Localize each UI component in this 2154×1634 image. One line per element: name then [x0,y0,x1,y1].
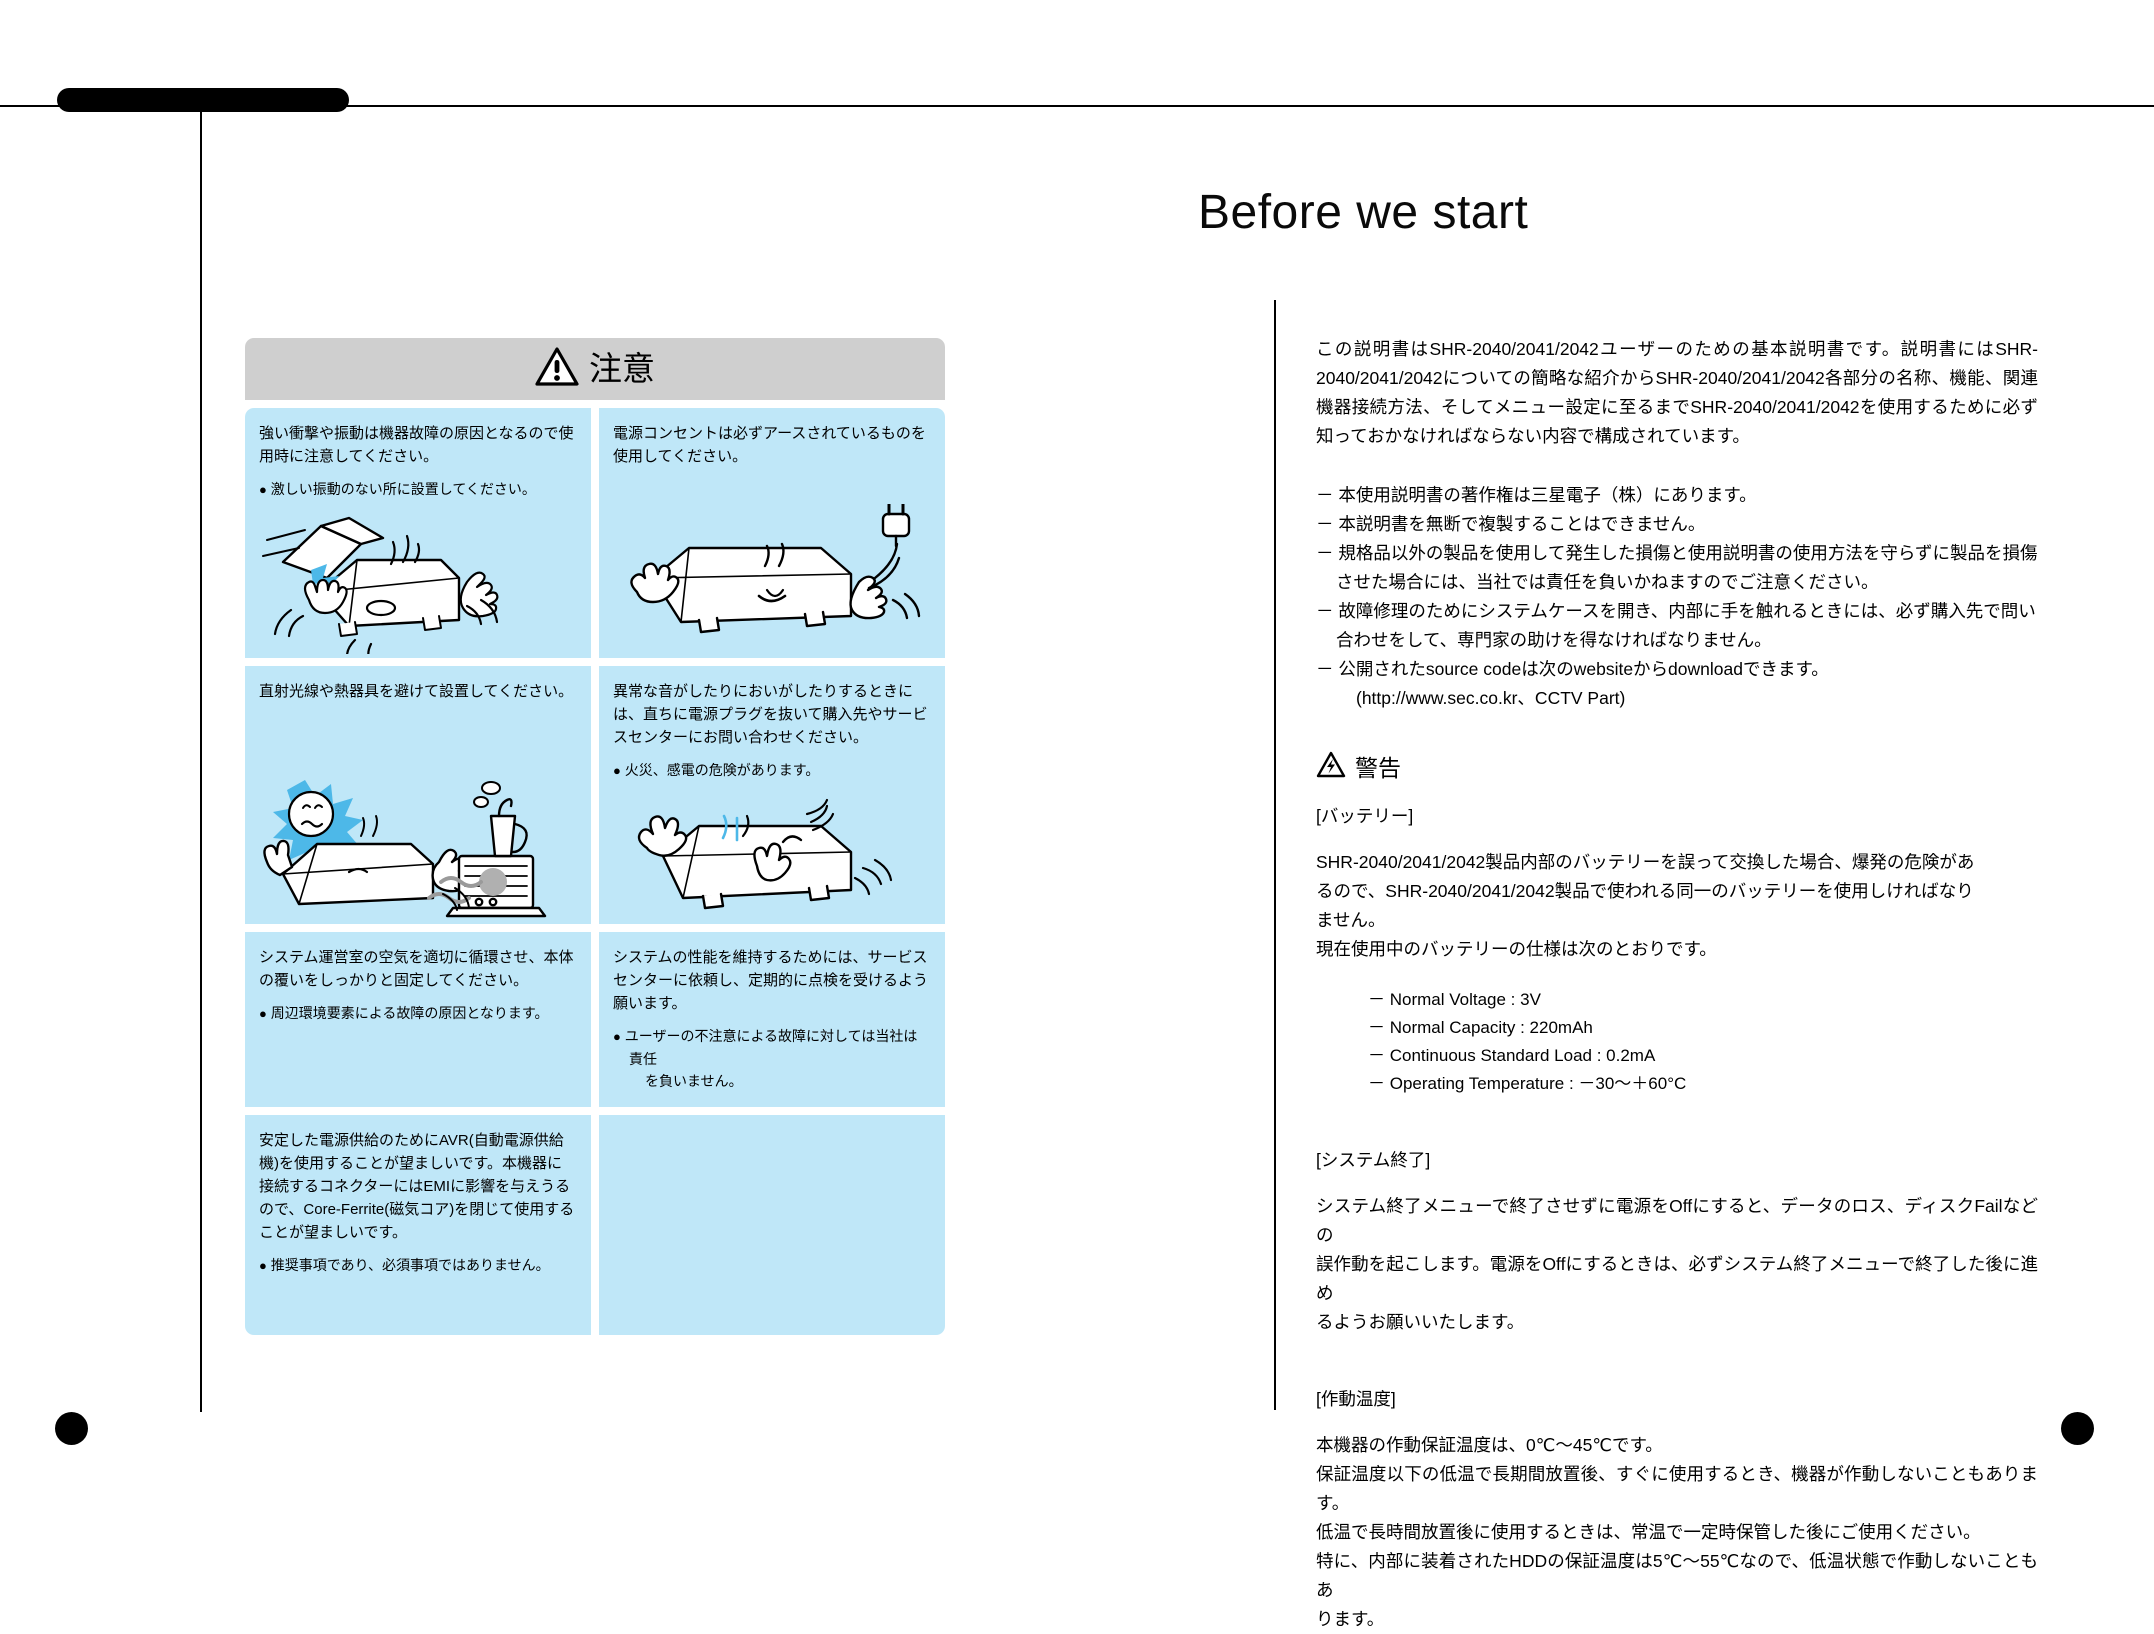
caution-cell-sunlight-heater: 直射光線や熱器具を避けて設置してください。 [245,666,591,924]
battery-body-line: SHR-2040/2041/2042製品内部のバッテリーを誤って交換した場合、爆… [1316,852,1975,872]
caution-cell-bullet: ● 火災、感電の危険があります。 [613,759,931,782]
caution-cell-bullet-text: ユーザーの不注意による故障に対しては当社は責任 [624,1028,918,1067]
bullet-dot-icon: ● [259,1006,267,1021]
left-page-divider [200,106,202,1412]
page-corner-dot-left [55,1412,88,1445]
caution-header-label: 注意 [589,350,655,387]
battery-body-line: るので、SHR-2040/2041/2042製品で使われる同一のバッテリーを使用… [1316,881,1974,901]
caution-cell-title: 直射光線や熱器具を避けて設置してください。 [259,683,574,700]
list-item: － 故障修理のためにシステムケースを開き、内部に手を触れるときには、必ず購入先で… [1316,601,2036,650]
note-text: 公開されたsource codeは次のwebsiteからdownloadできます… [1338,659,1829,679]
intro-paragraph: この説明書はSHR-2040/2041/2042ユーザーのための基本説明書です。… [1316,339,2038,446]
battery-body-line: 現在使用中のバッテリーの仕様は次のとおりです。 [1316,939,1717,959]
caution-cell-title: システム運営室の空気を適切に循環させ、本体の覆いをしっかりと固定してください。 [259,949,574,989]
caution-cell-empty [599,1115,945,1335]
temperature-heading: [作動温度] [1316,1388,1396,1409]
caution-box: 注意 強い衝撃や振動は機器故障の原因となるので使用時に注意してください。 ● 激… [245,338,945,1335]
temperature-body-line: 特に、内部に装着されたHDDの保証温度は5℃～55℃なので、低温状態で作動しない… [1316,1551,2038,1600]
caution-cell-avr-power: 安定した電源供給のためにAVR(自動電源供給機)を使用することが望ましいです。本… [245,1115,591,1335]
header-rule [0,105,2154,107]
bullet-dot-icon: ● [613,763,621,778]
caution-cell-air-circulation: システム運営室の空気を適切に循環させ、本体の覆いをしっかりと固定してください。 … [245,932,591,1107]
list-item: － Operating Temperature : －30～＋60°C [1368,1074,1687,1093]
device-making-strange-noise-icon [599,770,945,920]
list-item: － 公開されたsource codeは次のwebsiteからdownloadでき… [1316,655,2038,713]
note-text: 規格品以外の製品を使用して発生した損傷と使用説明書の使用方法を守らずに製品を損傷… [1336,543,2038,592]
caution-cell-abnormal-sound-smell: 異常な音がしたりにおいがしたりするときには、直ちに電源プラグを抜いて購入先やサー… [599,666,945,924]
battery-spec-list: － Normal Voltage : 3V － Normal Capacity … [1316,986,2038,1098]
caution-cell-title: 安定した電源供給のためにAVR(自動電源供給機)を使用することが望ましいです。本… [259,1132,575,1241]
list-item: － Normal Voltage : 3V [1368,990,1541,1009]
caution-cell-bullet-text: 激しい振動のない所に設置してください。 [270,481,536,497]
caution-cell-grounded-outlet: 電源コンセントは必ずアースされているものを使用してください。 [599,408,945,658]
caution-cell-bullet-text: 推奨事項であり、必須事項ではありません。 [270,1257,550,1273]
shutdown-body-line: るようお願いいたします。 [1316,1312,1525,1332]
caution-cell-periodic-inspection: システムの性能を維持するためには、サービスセンターに依頼し、定期的に点検を受ける… [599,932,945,1107]
note-text: 本使用説明書の著作権は三星電子（株）にあります。 [1338,485,1757,505]
electric-shock-warning-icon [1316,751,1346,784]
list-item: － 規格品以外の製品を使用して発生した損傷と使用説明書の使用方法を守らずに製品を… [1316,543,2038,592]
shutdown-heading: [システム終了] [1316,1149,1431,1170]
page-corner-dot-right [2061,1412,2094,1445]
note-subtext: (http://www.sec.co.kr、CCTV Part) [1356,688,1626,708]
intro-notes-list: － 本使用説明書の著作権は三星電子（株）にあります。 － 本説明書を無断で複製す… [1316,481,2038,713]
caution-cell-title: システムの性能を維持するためには、サービスセンターに依頼し、定期的に点検を受ける… [613,949,929,1012]
caution-cell-title: 異常な音がしたりにおいがしたりするときには、直ちに電源プラグを抜いて購入先やサー… [613,683,928,746]
shutdown-body-line: システム終了メニューで終了させずに電源をOffにすると、データのロス、ディスクF… [1316,1196,2038,1245]
caution-cell-shock-vibration: 強い衝撃や振動は機器故障の原因となるので使用時に注意してください。 ● 激しい振… [245,408,591,658]
right-page-divider [1274,300,1276,1410]
device-near-sun-and-heater-icon [245,770,591,920]
battery-body-line: ません。 [1316,910,1386,930]
caution-cell-bullet: ● 周辺環境要素による故障の原因となります。 [259,1002,577,1025]
page-header-bar [57,88,349,112]
bullet-dot-icon: ● [259,482,267,497]
caution-header: 注意 [245,338,945,400]
temperature-body-line: 保証温度以下の低温で長期間放置後、すぐに使用するとき、機器が作動しないこともあり… [1316,1464,2038,1513]
warning-heading-label: 警告 [1355,754,1401,781]
device-with-grounded-plug-icon [599,504,945,654]
bullet-dot-icon: ● [259,1258,267,1273]
caution-cell-bullet: ● ユーザーの不注意による故障に対しては当社は責任を負いません。 [613,1025,931,1092]
shutdown-body-line: 誤作動を起こします。電源をOffにするときは、必ずシステム終了メニューで終了した… [1316,1254,2038,1303]
note-text: 故障修理のためにシステムケースを開き、内部に手を触れるときには、必ず購入先で問い… [1336,601,2036,650]
temperature-body-line: 低温で長時間放置後に使用するときは、常温で一定時保管した後にご使用ください。 [1316,1522,1981,1542]
list-item: － Normal Capacity : 220mAh [1368,1018,1593,1037]
caution-cell-bullet: ● 推奨事項であり、必須事項ではありません。 [259,1254,577,1277]
right-column: この説明書はSHR-2040/2041/2042ユーザーのための基本説明書です。… [1316,335,2038,1634]
page-title: Before we start [1198,186,1529,239]
battery-heading: [バッテリー] [1316,805,1414,826]
shaken-device-with-book-icon [245,504,591,654]
temperature-body-line: ります。 [1316,1609,1385,1629]
list-item: － 本説明書を無断で複製することはできません。 [1316,514,1706,534]
caution-cell-bullet: ● 激しい振動のない所に設置してください。 [259,478,577,501]
caution-grid: 強い衝撃や振動は機器故障の原因となるので使用時に注意してください。 ● 激しい振… [245,408,945,1335]
caution-cell-title: 電源コンセントは必ずアースされているものを使用してください。 [613,425,926,465]
caution-cell-bullet-subtext: を負いません。 [645,1073,743,1089]
caution-cell-bullet-text: 火災、感電の危険があります。 [624,762,820,778]
note-text: 本説明書を無断で複製することはできません。 [1338,514,1706,534]
caution-triangle-icon [535,346,579,392]
caution-cell-bullet-text: 周辺環境要素による故障の原因となります。 [270,1005,549,1021]
list-item: － Continuous Standard Load : 0.2mA [1368,1046,1656,1065]
temperature-body-line: 本機器の作動保証温度は、0℃～45℃です。 [1316,1435,1663,1455]
caution-cell-title: 強い衝撃や振動は機器故障の原因となるので使用時に注意してください。 [259,425,574,465]
bullet-dot-icon: ● [613,1029,621,1044]
list-item: － 本使用説明書の著作権は三星電子（株）にあります。 [1316,485,1757,505]
warning-heading: 警告 [1316,751,2038,784]
